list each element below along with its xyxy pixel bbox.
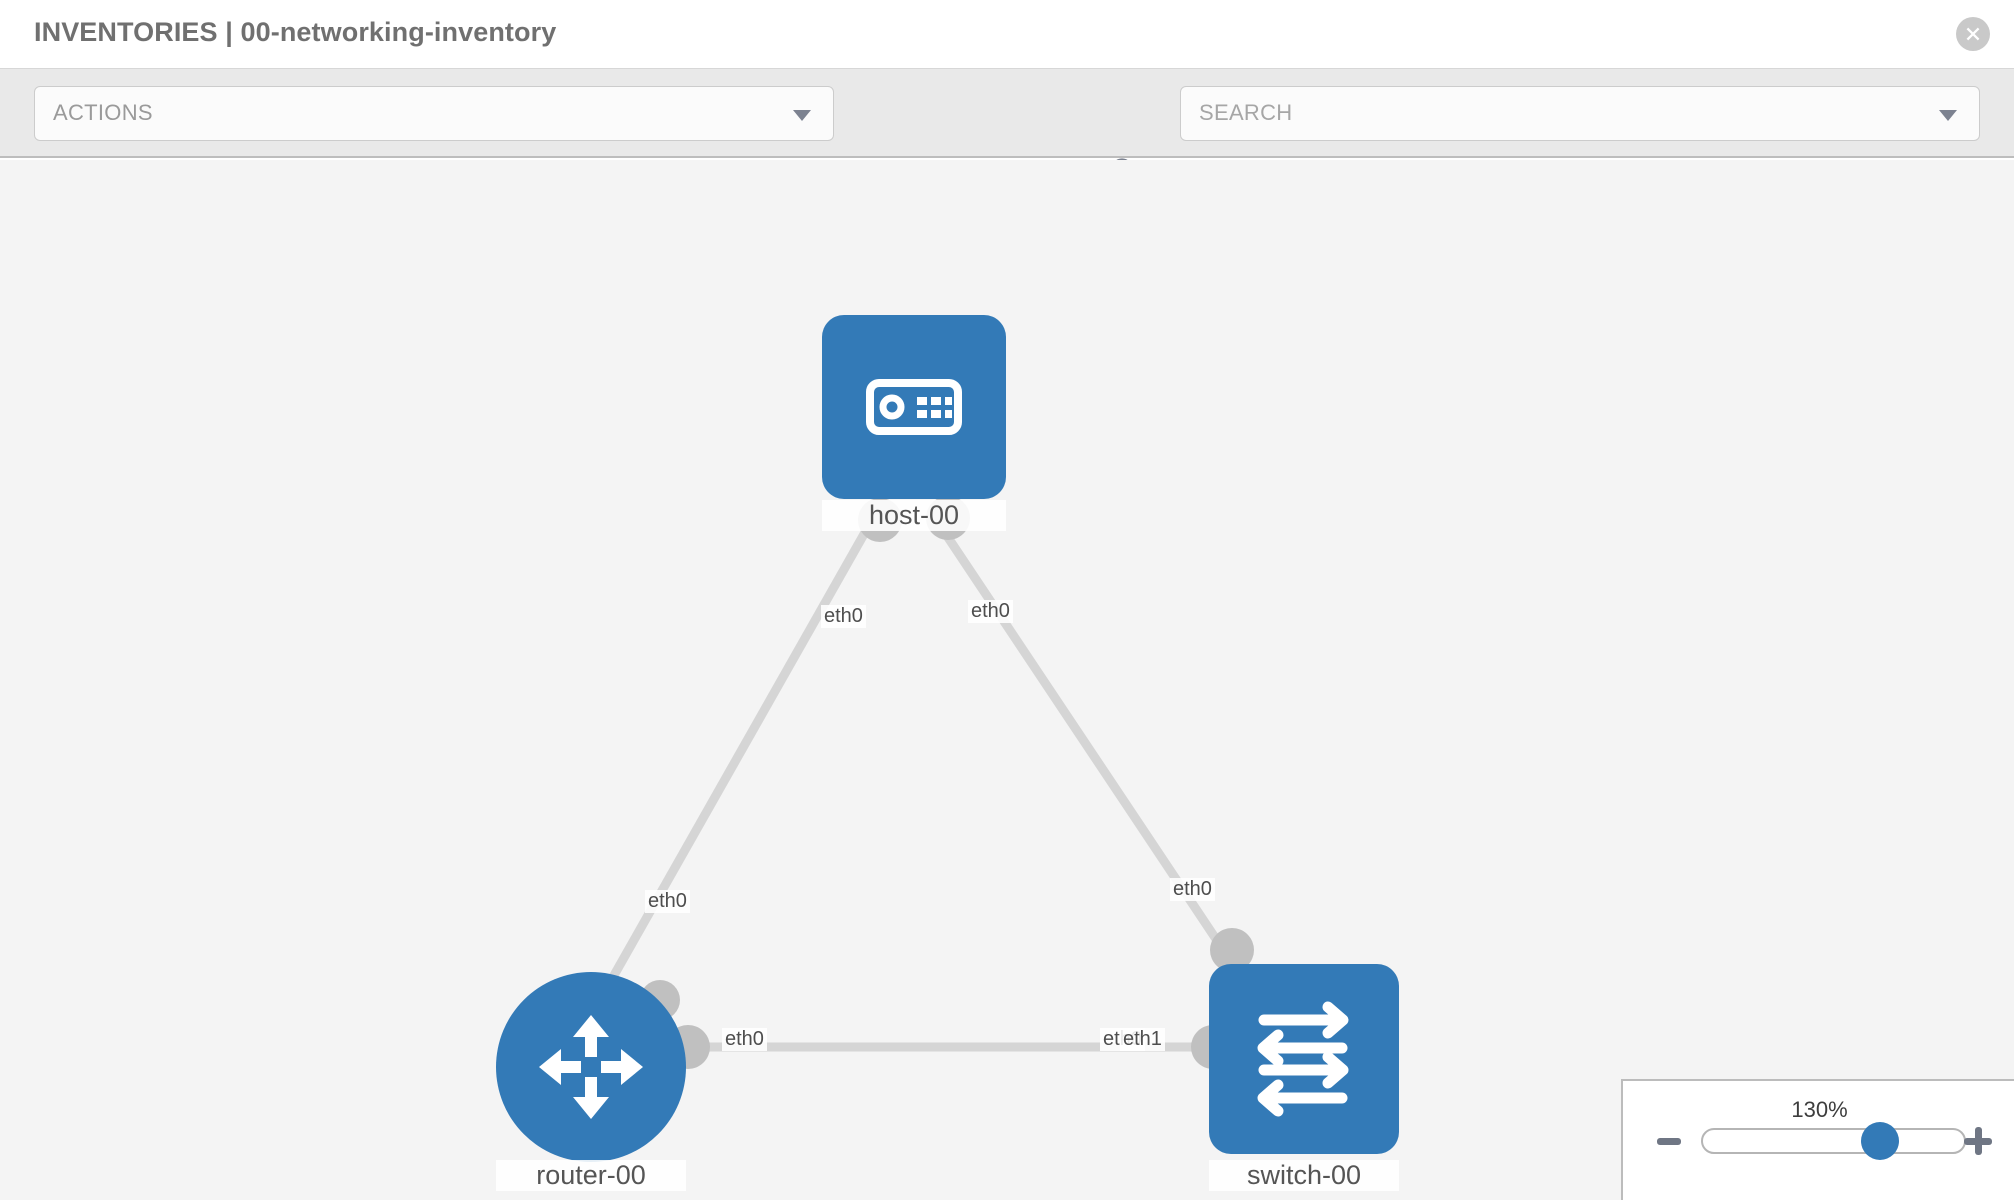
zoom-control-panel: 130% [1621, 1079, 2014, 1200]
topology-node-switch-00[interactable] [1209, 964, 1399, 1154]
search-placeholder: SEARCH [1199, 100, 1293, 125]
topology-node-label-router-00: router-00 [496, 1160, 686, 1191]
actions-dropdown-label: ACTIONS [53, 100, 153, 125]
bidirectional-arrows-icon [1257, 1001, 1349, 1117]
page-header: INVENTORIES | 00-networking-inventory [0, 0, 2014, 69]
topology-links-layer [596, 496, 1254, 1069]
topology-canvas[interactable]: host-00 router-00 [0, 160, 2014, 1200]
topology-node-router-00[interactable] [496, 972, 686, 1162]
search-input[interactable]: SEARCH [1180, 86, 1980, 141]
zoom-out-button[interactable] [1657, 1138, 1681, 1145]
host-node-shape [822, 315, 1006, 499]
connector-switch00-top[interactable] [1210, 928, 1254, 972]
chevron-down-icon [793, 110, 811, 121]
close-icon[interactable] [1956, 17, 1990, 51]
link-host00-router00[interactable] [596, 517, 876, 1003]
link-label-host00-right: eth0 [968, 600, 1013, 623]
router-node-shape [496, 972, 686, 1162]
link-label-host00-left: eth0 [821, 605, 866, 628]
zoom-slider-thumb[interactable] [1861, 1122, 1899, 1160]
link-label-router00-uplink: eth0 [645, 890, 690, 913]
zoom-in-button[interactable] [1964, 1127, 1992, 1155]
link-label-router00-eth0: eth0 [722, 1028, 767, 1051]
link-label-switch00-eth1: eth1 [1120, 1028, 1165, 1051]
page-title: INVENTORIES | 00-networking-inventory [34, 17, 557, 47]
topology-node-host-00[interactable] [822, 315, 1006, 499]
link-label-switch00-uplink: eth0 [1170, 878, 1215, 901]
switch-node-shape [1209, 964, 1399, 1154]
zoom-slider-track[interactable] [1701, 1122, 1966, 1160]
zoom-percent-label: 130% [1791, 1097, 1848, 1122]
server-device-icon [866, 379, 962, 435]
actions-dropdown[interactable]: ACTIONS [34, 86, 834, 141]
topology-node-label-host-00: host-00 [822, 500, 1006, 531]
four-arrows-inward-icon [539, 1015, 643, 1119]
topology-node-label-switch-00: switch-00 [1209, 1160, 1399, 1191]
chevron-down-icon[interactable] [1939, 110, 1957, 121]
toolbar: ACTIONS SEARCH [0, 69, 2014, 191]
